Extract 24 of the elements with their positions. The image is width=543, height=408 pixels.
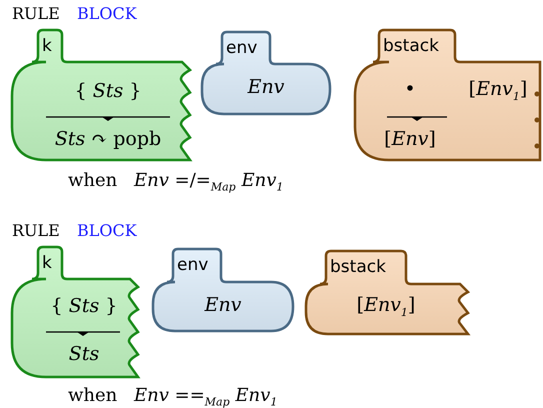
cell-name: bstack [330, 257, 386, 277]
cell-term: Env [204, 294, 242, 316]
condition-text: Env ==$_{Map}$ Env$_{1}$ [134, 385, 278, 408]
rule-heading: BLOCK [77, 4, 137, 23]
condition-text: when [68, 170, 118, 191]
cell-term: Env [248, 76, 284, 98]
cell-term: [Env$_{1}$] [356, 294, 416, 319]
cell-name: k [42, 253, 52, 273]
condition-text: Env =/=$_{Map}$ Env$_{1}$ [134, 170, 284, 194]
cell-term: { Sts } [74, 80, 142, 102]
cell-term: • [404, 78, 416, 100]
cell-term: Sts [68, 343, 100, 365]
cell-term: [Env$_{1}$] [468, 78, 528, 103]
rule-heading: BLOCK [77, 221, 137, 240]
cell-name: env [226, 38, 258, 58]
cell-name: env [177, 255, 208, 275]
condition-text: when [68, 385, 118, 406]
cell-term: Sts ↷ popb [54, 128, 162, 150]
cell-term: [Env] [384, 128, 436, 150]
cell-name: k [42, 36, 52, 56]
cell-name: bstack [383, 36, 439, 56]
rule-heading: RULE [12, 221, 60, 240]
cell-term: { Sts } [50, 295, 118, 317]
rule-heading: RULE [12, 4, 60, 23]
